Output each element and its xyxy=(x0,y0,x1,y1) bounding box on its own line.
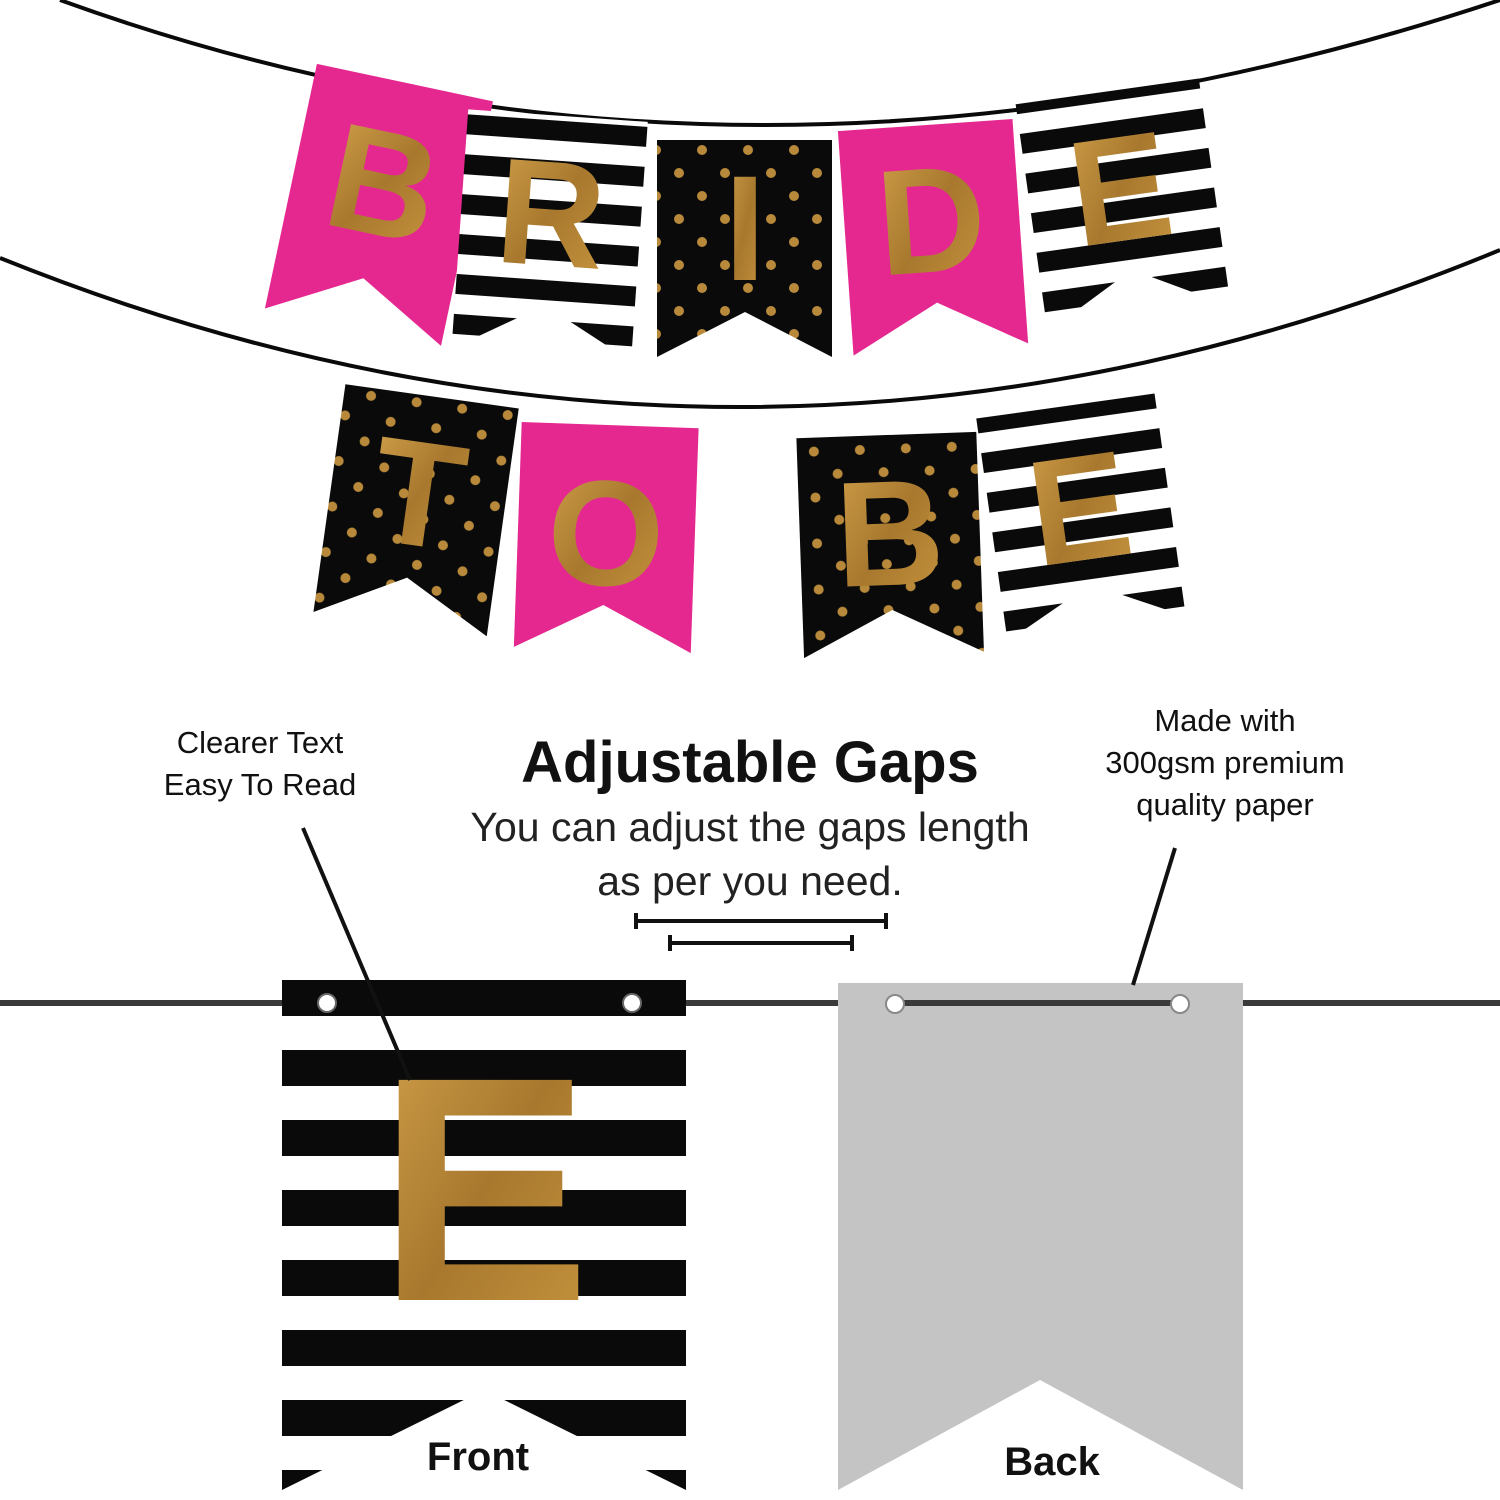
description-line: as per you need. xyxy=(597,858,903,904)
front-flag: E xyxy=(282,980,686,1490)
description-line: You can adjust the gaps length xyxy=(470,804,1030,850)
flag-o: O xyxy=(513,422,699,654)
back-flag xyxy=(838,983,1243,1490)
flag-r: R xyxy=(451,109,648,362)
gap-indicator xyxy=(634,913,888,951)
callout-line: Clearer Text xyxy=(176,725,344,760)
banner-string-middle xyxy=(0,248,1500,409)
punch-hole xyxy=(317,993,337,1013)
banner-string-top xyxy=(59,0,1500,127)
flag-letter: R xyxy=(491,126,611,301)
flag-letter: B xyxy=(833,447,947,619)
callout-paper-quality: Made with 300gsm premium quality paper xyxy=(1070,700,1380,826)
callout-line-right xyxy=(1131,847,1177,986)
punch-hole xyxy=(622,993,642,1013)
flag-letter: I xyxy=(724,144,766,312)
flag-letter: E xyxy=(1018,418,1140,598)
flag-letter: E xyxy=(1059,98,1181,278)
callout-line-left xyxy=(301,827,412,1081)
callout-clearer-text: Clearer Text Easy To Read xyxy=(130,722,390,806)
callout-line: 300gsm premium xyxy=(1105,745,1345,780)
front-letter: E xyxy=(377,1010,590,1368)
flag-e2: E xyxy=(976,393,1186,642)
flag-b2: B xyxy=(796,431,984,659)
callout-line: Made with xyxy=(1154,703,1296,738)
flag-t: T xyxy=(313,384,519,637)
feature-description: You can adjust the gaps length as per yo… xyxy=(380,800,1120,908)
punch-hole xyxy=(1170,994,1190,1014)
back-label: Back xyxy=(1004,1440,1100,1484)
callout-line: Easy To Read xyxy=(163,767,357,802)
flag-e1: E xyxy=(1015,78,1231,333)
flag-i: I xyxy=(657,140,832,357)
front-label: Front xyxy=(426,1435,530,1479)
flag-b: B xyxy=(264,63,493,346)
flag-d: D xyxy=(837,118,1029,356)
flag-letter: D xyxy=(871,132,991,307)
flag-letter: O xyxy=(545,447,667,619)
punch-hole xyxy=(885,994,905,1014)
callout-line: quality paper xyxy=(1136,787,1314,822)
feature-title: Adjustable Gaps xyxy=(521,730,979,795)
